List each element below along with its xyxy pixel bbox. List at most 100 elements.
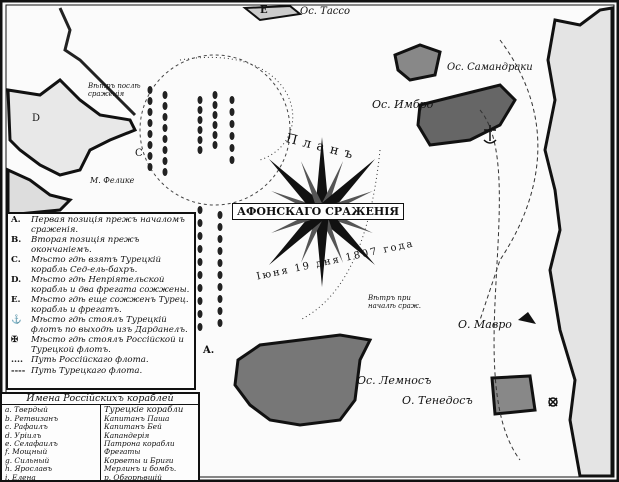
compass-ray <box>315 212 329 287</box>
compass-ray <box>317 158 376 217</box>
ship-marker <box>212 141 218 149</box>
legend-item: ....Путь Россійскаго флота. <box>11 355 191 366</box>
tenedos-label: О. Тенедосъ <box>402 394 473 407</box>
ship-marker <box>147 152 153 160</box>
legend-key: ---- <box>11 365 26 376</box>
ship-marker <box>229 144 235 152</box>
legend-item: B.Вторая позиція прежъ окончаніемъ. <box>11 235 191 255</box>
ship-marker <box>197 126 203 134</box>
ship-marker <box>217 319 223 327</box>
ship-marker <box>217 259 223 267</box>
russian-fleet-path <box>179 57 381 321</box>
ship-marker <box>197 219 203 227</box>
legend-key: B. <box>11 235 22 245</box>
lemnos-label: Ос. Лемносъ <box>357 374 432 387</box>
ship-marker <box>217 295 223 303</box>
russian-ship-name: c. Рафаилъ <box>5 422 48 432</box>
legend-text: Мѣсто гдѣ взятъ Турецкій корабль Сед-ель… <box>31 255 162 275</box>
legend-key: C. <box>11 255 21 265</box>
ship-marker <box>197 136 203 144</box>
legend-key: ⚓ <box>11 315 22 325</box>
ship-marker <box>162 102 168 110</box>
legend-item: C. Мѣсто гдѣ взятъ Турецкій корабль Сед-е… <box>11 255 191 275</box>
turkish-fleet-path <box>479 39 539 461</box>
asia-coast <box>543 6 614 478</box>
ship-marker <box>217 283 223 291</box>
russian-ship-name: a. Твердый <box>5 405 48 415</box>
russian-ship-name: i. Елена <box>5 472 36 482</box>
point-d-label: D <box>32 113 41 124</box>
tasso-label: Ос. Тассо <box>300 6 351 17</box>
russian-ship-name: g. Сильный <box>5 455 50 465</box>
wind-after-label: Вѣтръ послѣ сраженія <box>88 82 141 98</box>
legend-text: Мѣсто гдѣ еще сожженъ Турец. корабль и ф… <box>31 295 189 315</box>
legend-key: E. <box>11 295 21 305</box>
turkish-ship-name: Капандерія <box>104 430 150 440</box>
ship-marker <box>147 97 153 105</box>
samandraki-label: Ос. Самандраки <box>447 62 533 73</box>
legend-box: A.Первая позиція прежъ началомъ сраженія… <box>6 212 196 390</box>
russian-ship-name: b. Ретвизанъ <box>5 413 59 423</box>
ship-marker <box>229 108 235 116</box>
samandraki-island <box>393 43 442 82</box>
peninsula-south <box>6 167 73 217</box>
ship-marker <box>197 106 203 114</box>
legend-item: D.Мѣсто гдѣ Непріятельской корабль и два… <box>11 275 191 295</box>
ship-marker <box>229 132 235 140</box>
russian-ships-heading: Имена Россійскихъ кораблей <box>2 394 198 406</box>
ship-marker <box>197 297 203 305</box>
ship-marker <box>162 135 168 143</box>
ship-marker <box>229 156 235 164</box>
legend-text: Путь Турецкаго флота. <box>31 365 143 376</box>
legend-item: ---- Путь Турецкаго флота. <box>11 365 191 377</box>
ship-marker <box>229 120 235 128</box>
compass-ray <box>315 137 329 212</box>
legend-text: Мѣсто гдѣ стоялъ Россійской и Турецкой ф… <box>31 335 184 355</box>
compass-ray <box>317 207 376 266</box>
ship-marker <box>162 168 168 176</box>
point-c-label: C <box>135 148 143 159</box>
turkish-ship-name: Мерлинъ и бомбъ. <box>104 464 177 474</box>
ship-marker <box>197 232 203 240</box>
mavro-island <box>518 312 536 324</box>
ship-marker <box>162 113 168 121</box>
ship-marker <box>147 108 153 116</box>
ship-marker <box>162 91 168 99</box>
ship-marker <box>217 247 223 255</box>
ship-marker <box>212 91 218 99</box>
ship-marker <box>147 86 153 94</box>
compass-ray <box>300 210 326 263</box>
ship-marker <box>229 96 235 104</box>
ship-marker <box>197 96 203 104</box>
legend-key: .... <box>11 355 23 365</box>
tenedos-island <box>490 374 537 416</box>
wind-start-label: Вѣтръ при началѣ сраж. <box>368 294 421 310</box>
legend-item: E. Мѣсто гдѣ еще сожженъ Турец. корабль и… <box>11 295 191 315</box>
ship-marker <box>212 101 218 109</box>
turkish-ship-name: Фрегаты <box>104 447 141 457</box>
ship-marker <box>147 163 153 171</box>
ship-marker <box>212 111 218 119</box>
point-a-label: A. <box>203 345 215 356</box>
turkish-ship-name: Капитанъ Бей <box>104 422 162 432</box>
turkish-ship-name: Патрона корабли <box>104 439 175 449</box>
ship-marker <box>147 130 153 138</box>
lemnos-island <box>233 333 373 427</box>
athos-peninsula <box>6 78 138 177</box>
legend-key: ✠ <box>11 335 19 345</box>
ship-marker <box>197 323 203 331</box>
turkish-ships-heading: Турецкіе корабли <box>104 405 184 416</box>
compass-ray <box>268 207 327 266</box>
ship-marker <box>197 146 203 154</box>
ship-marker <box>217 271 223 279</box>
legend-text: Первая позиція прежъ началомъ сраженія. <box>31 215 185 235</box>
position-circle <box>139 54 291 206</box>
compass-ray <box>300 161 326 214</box>
turkish-ship-name: p. Обгорѣвшiй корабль <box>104 472 162 482</box>
ship-marker <box>162 124 168 132</box>
ship-marker <box>147 141 153 149</box>
ship-marker <box>162 157 168 165</box>
turkish-ship-name: Корветы и Бриги <box>104 455 174 465</box>
